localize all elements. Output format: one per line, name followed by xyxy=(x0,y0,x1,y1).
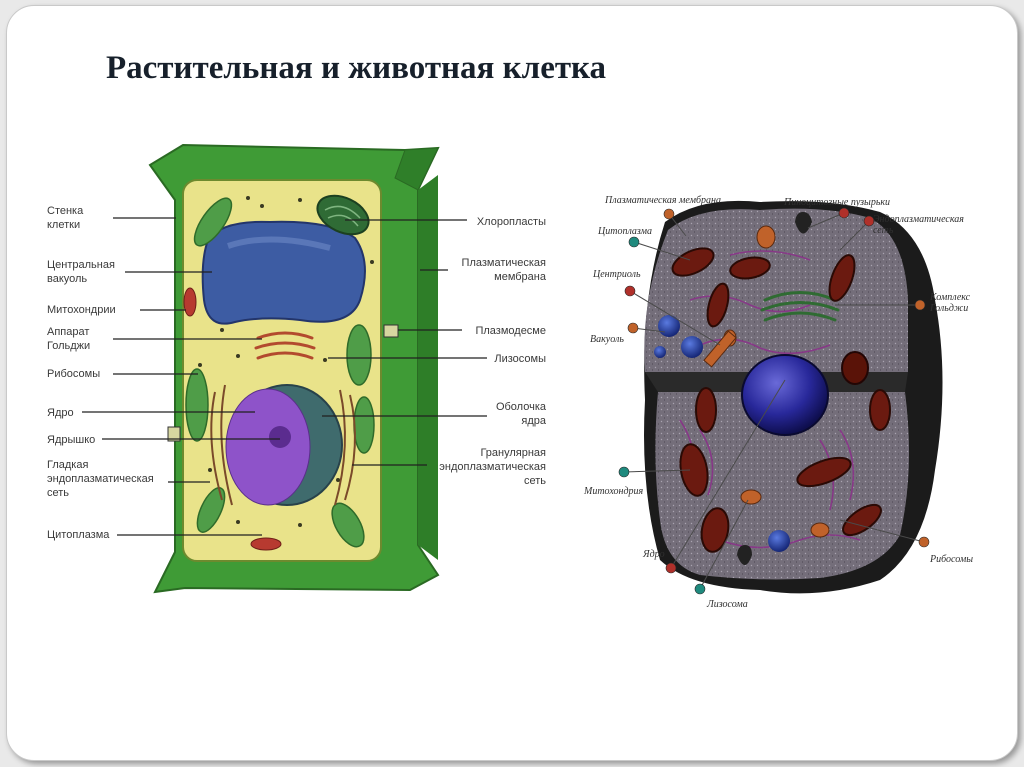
animal-label-7: Митохондрия xyxy=(583,486,644,497)
pin-ribosomes xyxy=(918,536,930,548)
plant-left-label-2: Митохондрии xyxy=(47,304,116,316)
pin-mitochondrion xyxy=(618,466,630,478)
pin-plasma-membrane xyxy=(663,208,675,220)
pin-golgi xyxy=(914,299,926,311)
plant-er xyxy=(210,384,356,506)
plant-right-label-0: Хлоропласты xyxy=(477,216,546,228)
pin-cytoplasm xyxy=(628,236,640,248)
plant-left-label-6: Ядрышко xyxy=(47,434,95,446)
animal-label-9: Рибосомы xyxy=(929,554,973,565)
plant-nucleolus xyxy=(269,426,291,448)
plant-left-label-5: Ядро xyxy=(47,407,74,419)
pin-pinocytotic xyxy=(838,207,850,219)
plant-left-label-8: Цитоплазма xyxy=(47,529,110,541)
pin-vacuole xyxy=(627,322,639,334)
pin-lysosome xyxy=(694,583,706,595)
plant-right-label-3: Лизосомы xyxy=(494,353,546,365)
animal-label-3: Цитоплазма xyxy=(597,226,652,237)
plant-cell xyxy=(148,143,440,594)
plant-nucleus xyxy=(225,388,311,506)
animal-label-pins xyxy=(618,207,930,595)
animal-labels: Плазматическая мембрана Пиноцитозные пузы… xyxy=(583,195,973,610)
animal-label-6: Вакуоль xyxy=(590,334,624,345)
animal-label-4: Центриоль xyxy=(592,269,641,280)
plant-ribosomes xyxy=(198,196,374,527)
animal-centriole xyxy=(703,330,737,368)
animal-label-10: Лизосома xyxy=(706,599,748,610)
animal-er xyxy=(679,250,861,549)
animal-cell xyxy=(644,200,943,594)
slide-title: Растительная и животная клетка xyxy=(106,50,607,86)
animal-label-8: Ядро xyxy=(642,549,665,560)
animal-mitochondria xyxy=(671,247,891,553)
animal-pinocytotic-vesicle xyxy=(795,212,812,234)
pin-centriole xyxy=(624,285,636,297)
animal-label-0: Плазматическая мембрана xyxy=(604,195,721,206)
plant-right-label-2: Плазмодесме xyxy=(475,325,546,337)
plant-mitochondrion xyxy=(183,287,197,317)
animal-golgi xyxy=(760,291,840,322)
plant-left-label-4: Рибосомы xyxy=(47,368,100,380)
animal-leader-lines xyxy=(623,212,925,590)
plant-golgi xyxy=(254,331,316,360)
animal-vacuole xyxy=(658,315,680,337)
animal-nucleus xyxy=(741,354,829,436)
plant-leader-lines xyxy=(82,217,487,536)
pin-er xyxy=(863,215,875,227)
pin-nucleus xyxy=(665,562,677,574)
animal-label-1: Пиноцитозные пузырьки xyxy=(783,197,890,208)
